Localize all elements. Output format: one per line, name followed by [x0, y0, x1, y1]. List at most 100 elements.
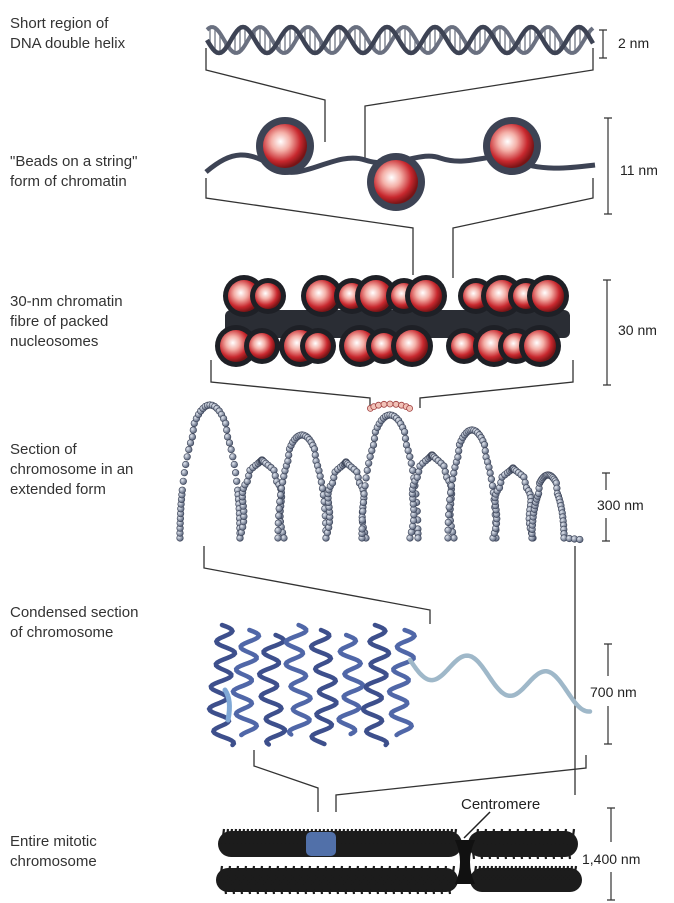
- chromatin-bead: [277, 498, 284, 505]
- chromatin-bead: [455, 448, 462, 455]
- chromatin-bead: [445, 527, 452, 534]
- condensed-coil: [233, 630, 259, 735]
- chromatin-bead: [367, 453, 374, 460]
- condensed-chromosome-section: [209, 625, 590, 745]
- chromatin-bead: [275, 527, 282, 534]
- condensed-coil: [363, 625, 389, 745]
- chromatin-bead: [224, 434, 231, 441]
- chromatin-bead: [451, 470, 458, 477]
- nucleosome-bead: [256, 117, 314, 175]
- chromatin-bead: [363, 475, 370, 482]
- chromatin-bead: [407, 453, 414, 460]
- chromatin-bead: [226, 440, 233, 447]
- beads-on-string: [206, 117, 595, 211]
- extended-chromosome-loops: [177, 401, 583, 543]
- chromatin-bead: [180, 478, 187, 485]
- chromatin-bead: [360, 499, 367, 506]
- chromatin-bead: [187, 440, 194, 447]
- centromere: [455, 840, 475, 884]
- chromatin-bead: [482, 448, 489, 455]
- chromatin-bead: [231, 461, 238, 468]
- scale-bar-11nm: [604, 118, 612, 214]
- highlighted-nucleosome: [387, 401, 393, 407]
- scale-bar-700nm: [604, 644, 612, 744]
- highlighted-nucleosome: [376, 402, 382, 408]
- chromatin-bead: [223, 427, 230, 434]
- packed-nucleosome: [532, 280, 564, 312]
- packed-nucleosome: [305, 333, 331, 359]
- chromatin-bead: [181, 469, 188, 476]
- scale-bar-300nm: [602, 473, 610, 541]
- chromatin-bead: [276, 505, 283, 512]
- chromatin-bead: [285, 458, 292, 465]
- chromatin-bead: [189, 434, 196, 441]
- chromatin-bead: [362, 483, 369, 490]
- condensed-tail: [410, 656, 590, 712]
- condensed-coil: [286, 625, 311, 735]
- chromatin-bead: [365, 460, 372, 467]
- chromatin-bead: [317, 473, 324, 480]
- chromatin-bead: [233, 478, 240, 485]
- condensed-coil: [209, 625, 235, 745]
- chromatin-bead: [448, 483, 455, 490]
- chromatin-bead: [451, 535, 458, 542]
- highlighted-band: [306, 832, 336, 856]
- chromatin-bead: [401, 429, 408, 436]
- chromatin-bead: [312, 452, 319, 459]
- chromatin-fibre-30nm: [215, 275, 570, 367]
- chromatin-bead: [488, 476, 495, 483]
- packed-nucleosome: [249, 333, 275, 359]
- chromatin-bead: [445, 511, 452, 518]
- chromatin-bead: [415, 535, 422, 542]
- chromatin-bead: [275, 520, 282, 527]
- chromatin-bead: [318, 479, 325, 486]
- chromatin-bead: [489, 483, 496, 490]
- chromatin-bead: [445, 519, 452, 526]
- chromatin-bead: [186, 446, 193, 453]
- chromatin-bead: [275, 535, 282, 542]
- chromatin-bead: [278, 485, 285, 492]
- condensed-coil: [311, 630, 336, 744]
- chromatin-bead: [446, 504, 453, 511]
- nucleosome-bead: [483, 117, 541, 175]
- packed-nucleosome: [524, 330, 556, 362]
- chromatin-bead: [408, 460, 415, 467]
- packed-nucleosome: [306, 280, 338, 312]
- chromatin-bead: [407, 535, 414, 542]
- condensed-coil: [389, 630, 414, 735]
- chromatin-bead: [232, 469, 239, 476]
- chromatin-bead: [179, 487, 186, 494]
- dna-double-helix: [207, 27, 593, 53]
- chromatin-bead: [445, 535, 452, 542]
- chromatin-bead: [279, 479, 286, 486]
- scale-bar-30nm: [603, 280, 611, 385]
- scale-bar-2nm: [599, 30, 607, 58]
- condensed-coil: [339, 635, 363, 734]
- chromatin-bead: [408, 529, 415, 536]
- chromatin-bead: [361, 491, 368, 498]
- scale-bars: [599, 30, 615, 900]
- highlighted-nucleosome: [407, 405, 413, 411]
- highlighted-nucleosome: [393, 401, 399, 407]
- chromatin-bead: [405, 447, 412, 454]
- chromatin-bead: [364, 467, 371, 474]
- chromatin-bead: [359, 517, 366, 524]
- chromatin-bead: [184, 454, 191, 461]
- chromatin-bead: [487, 470, 494, 477]
- packed-nucleosome: [255, 283, 281, 309]
- mitotic-chromosome: [216, 829, 582, 894]
- chromatin-bead: [311, 446, 318, 453]
- chromatin-bead: [277, 492, 284, 499]
- chromatin-bead: [455, 454, 462, 461]
- chromatin-bead: [359, 526, 366, 533]
- nucleosome-bead: [367, 153, 425, 211]
- chromatin-bead: [577, 536, 584, 543]
- condensed-coil: [259, 635, 285, 745]
- packed-nucleosome: [410, 280, 442, 312]
- chromatin-bead: [370, 442, 377, 449]
- chromatin-bead: [371, 435, 378, 442]
- highlighted-nucleosome: [381, 401, 387, 407]
- chromatin-bead: [281, 535, 288, 542]
- chromatin-bead: [319, 485, 326, 492]
